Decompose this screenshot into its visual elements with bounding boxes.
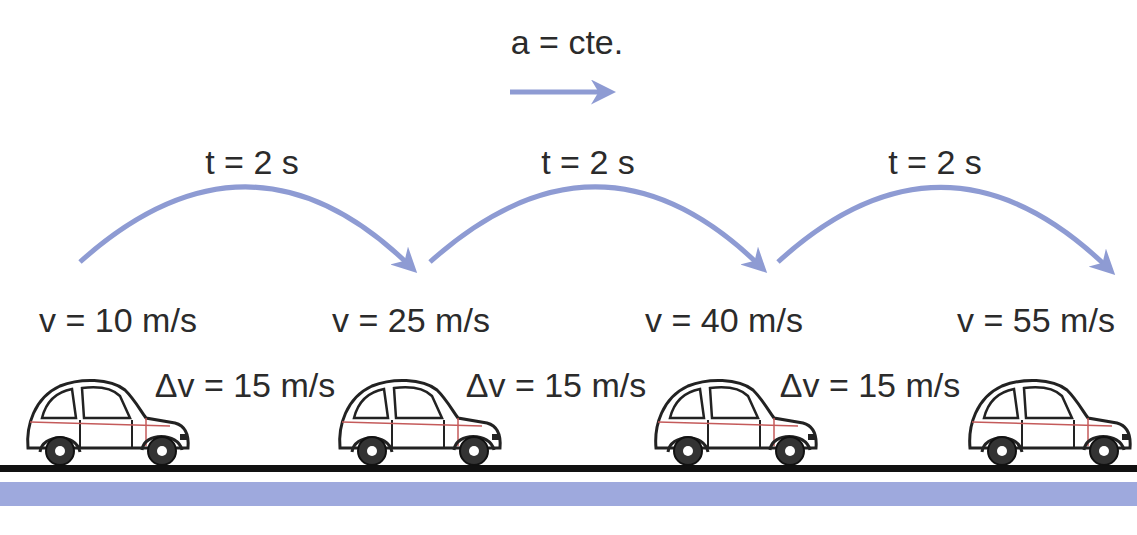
velocity-label: v = 25 m/s [332, 303, 490, 337]
time-arc [80, 187, 410, 266]
delta-velocity-label: Δv = 15 m/s [155, 368, 336, 402]
time-arc [430, 187, 760, 266]
acceleration-label: a = cte. [511, 25, 623, 59]
acceleration-arrow [510, 90, 606, 95]
delta-velocity-label: Δv = 15 m/s [466, 368, 647, 402]
velocity-label: v = 10 m/s [39, 303, 197, 337]
road-line [0, 465, 1137, 472]
delta-velocity-label: Δv = 15 m/s [780, 368, 961, 402]
time-label: t = 2 s [888, 145, 982, 179]
time-label: t = 2 s [541, 145, 635, 179]
velocity-label: v = 55 m/s [957, 303, 1115, 337]
velocity-label: v = 40 m/s [645, 303, 803, 337]
time-label: t = 2 s [205, 145, 299, 179]
road-band [0, 482, 1137, 506]
car-illustration [970, 380, 1130, 465]
time-arc [778, 187, 1108, 268]
